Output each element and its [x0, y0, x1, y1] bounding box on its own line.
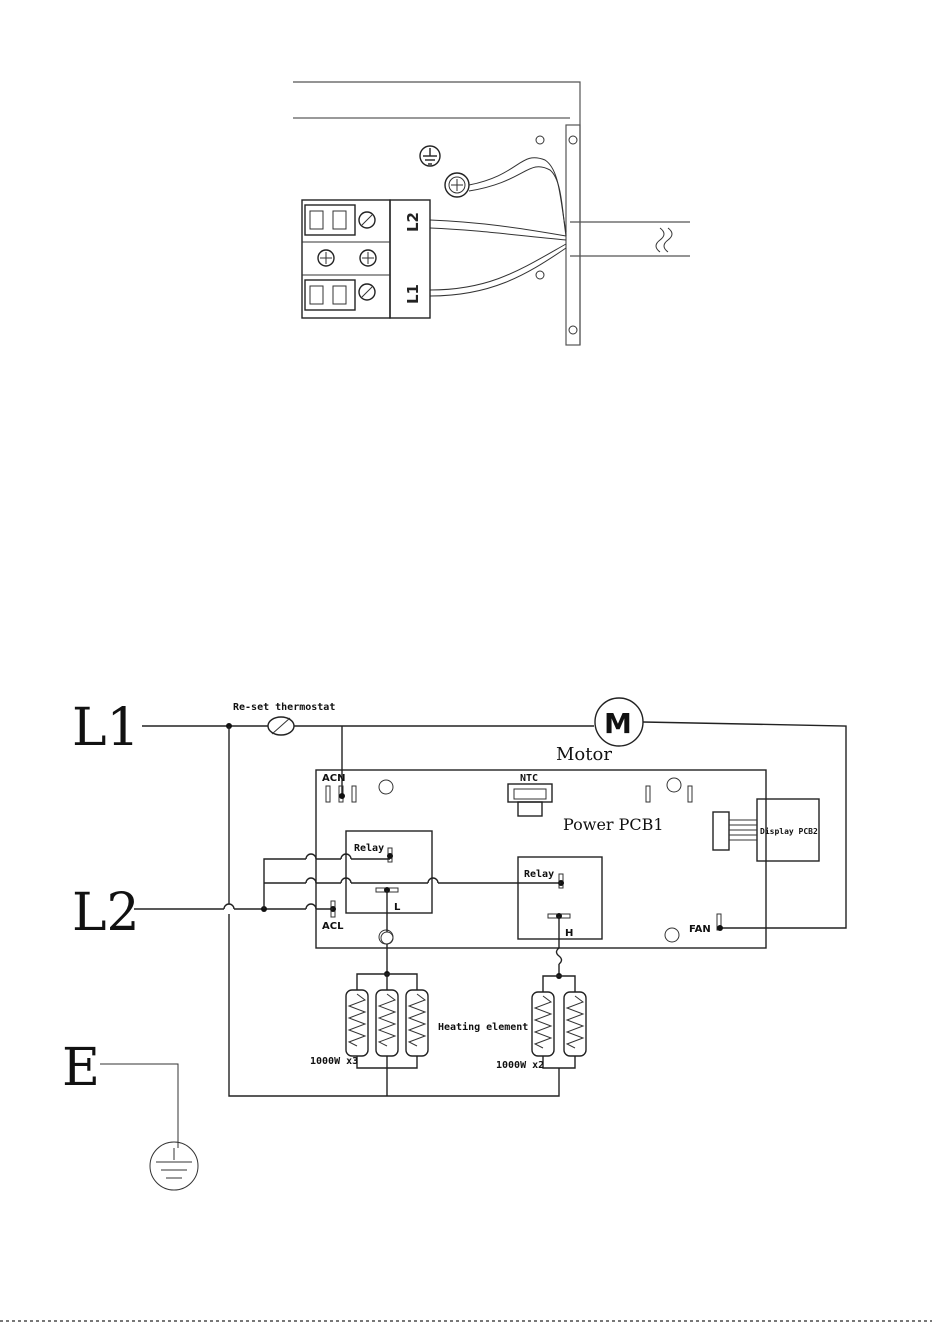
pcb-label: Power PCB1 — [563, 815, 664, 834]
cable-break — [664, 228, 672, 252]
wiring-schematic: L1 L2 E Re-set thermostat M Motor Power … — [62, 698, 846, 1190]
acl-label: ACL — [322, 921, 344, 932]
terminal-slot — [333, 211, 346, 229]
motor-icon: M — [595, 698, 643, 746]
heater-group2-label: 1000W x2 — [496, 1060, 544, 1071]
terminal-slot — [310, 211, 323, 229]
motor-label: Motor — [556, 744, 612, 765]
relay-high-pin: H — [565, 928, 573, 939]
wire-crossover — [224, 904, 234, 909]
input-label-l2: L2 — [72, 883, 140, 943]
mount-hole — [536, 136, 544, 144]
thermostat-icon — [268, 717, 294, 735]
side-flange — [566, 125, 580, 345]
pcb-hole — [667, 778, 681, 792]
relay-feed-wire — [264, 859, 306, 909]
terminal-slot — [310, 286, 323, 304]
motor-symbol: M — [604, 707, 632, 740]
terminal-label-l2: L2 — [404, 212, 422, 232]
fan-label: FAN — [689, 924, 711, 935]
terminal-label-l1: L1 — [404, 284, 422, 304]
heating-element-label: Heating element — [438, 1021, 528, 1033]
terminal-block-drawing: L2 L1 — [293, 82, 690, 345]
earth-wire — [100, 1064, 178, 1148]
relay-low-pin: L — [394, 902, 401, 913]
earth-ground-icon — [150, 1142, 198, 1190]
terminal-slot — [333, 286, 346, 304]
wire-crossover — [306, 904, 316, 909]
ground-screw-icon — [445, 173, 469, 197]
flange-hole — [569, 136, 577, 144]
relay-high-label: Relay — [524, 869, 554, 880]
display-label: Display PCB2 — [760, 826, 818, 836]
input-label-l1: L1 — [72, 698, 140, 758]
earth-wire — [469, 167, 566, 236]
ntc-connector — [508, 784, 552, 816]
terminal-clamp-l1 — [305, 280, 355, 310]
l1-wire — [430, 244, 566, 290]
mount-hole — [536, 271, 544, 279]
thermostat-label: Re-set thermostat — [233, 702, 335, 713]
housing-outline — [293, 82, 580, 345]
pcb-hole — [665, 928, 679, 942]
input-label-e: E — [62, 1038, 100, 1098]
acn-label: ACN — [322, 773, 345, 784]
heater-group1-label: 1000W x3 — [310, 1056, 358, 1067]
relay-low-label: Relay — [354, 843, 384, 854]
ntc-label: NTC — [520, 773, 538, 784]
cable-break — [656, 228, 664, 252]
flange-hole — [569, 326, 577, 334]
pcb-hole — [379, 780, 393, 794]
terminal-clamp-l2 — [305, 205, 355, 235]
l2-wire — [430, 228, 566, 240]
earth-wire — [469, 158, 566, 232]
ground-icon — [420, 146, 440, 166]
display-connector — [713, 812, 729, 850]
